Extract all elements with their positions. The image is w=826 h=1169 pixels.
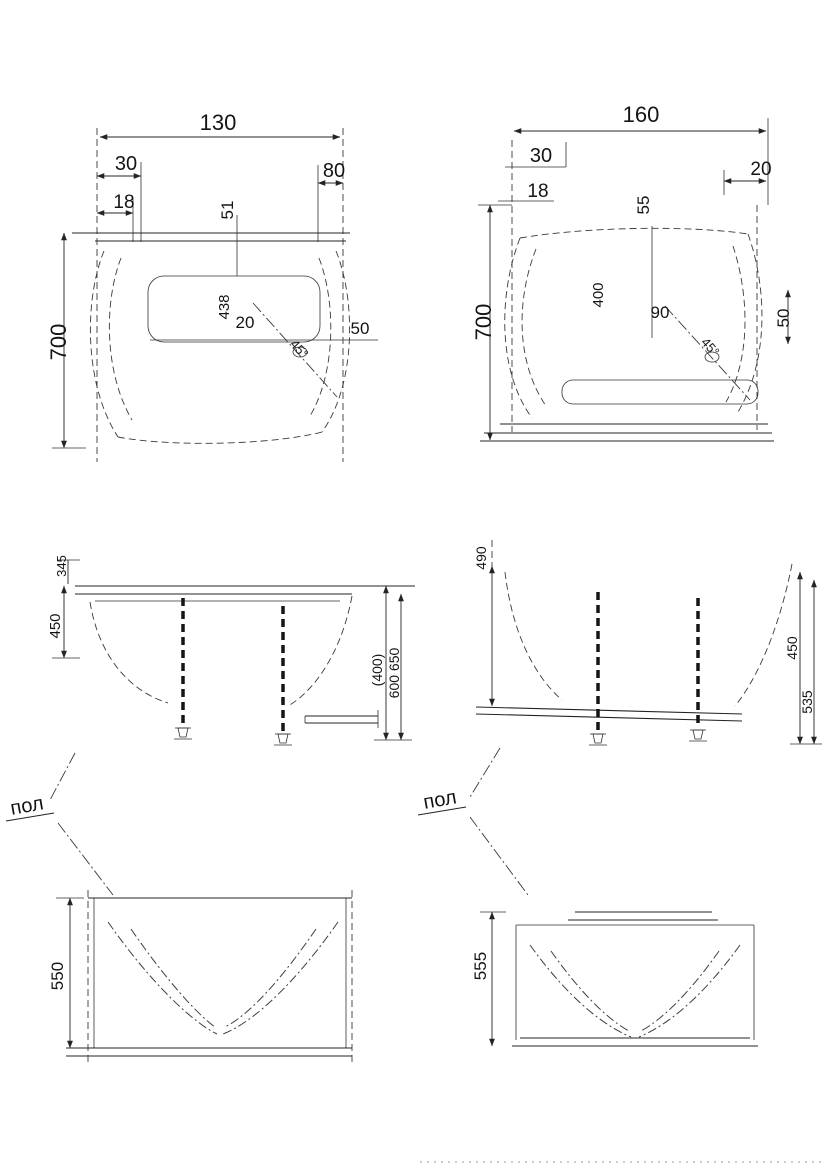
dim-label-top: 345 bbox=[54, 555, 69, 577]
slope-line bbox=[224, 928, 317, 1028]
tub-outline-hidden bbox=[89, 601, 169, 704]
foot bbox=[277, 733, 289, 744]
dim-label-width: 400 bbox=[590, 282, 607, 307]
dim-label-inset-left: 18 bbox=[113, 192, 134, 213]
dim-label-overall: 160 bbox=[623, 102, 660, 127]
leader-line bbox=[469, 747, 501, 798]
dim-label-edge-right: 80 bbox=[323, 160, 345, 182]
tub-floor-outline bbox=[561, 379, 759, 405]
slope-line bbox=[222, 921, 339, 1035]
dim-label-length: 700 bbox=[471, 304, 496, 341]
dim-label-height: 550 bbox=[48, 962, 67, 990]
dim-label-height: 555 bbox=[471, 952, 490, 980]
leader-line bbox=[57, 822, 114, 896]
side-view-right: 490 450 535 пол bbox=[417, 540, 822, 896]
leader-line bbox=[49, 752, 76, 801]
floor-label-underline bbox=[417, 806, 467, 816]
tub-outline-hidden bbox=[117, 431, 323, 444]
tub-outline-hidden bbox=[737, 233, 763, 413]
plan-view-left: 130 30 18 80 51 700 438 20 50 45° bbox=[46, 110, 378, 462]
plan-view-right: 160 30 18 20 55 700 400 90 50 45° bbox=[471, 102, 793, 442]
dim-label-edge-left: 30 bbox=[530, 145, 552, 167]
slope-line bbox=[130, 928, 216, 1028]
tub-floor-outline bbox=[147, 275, 321, 343]
tub-outline-hidden bbox=[108, 257, 133, 421]
rim-line bbox=[475, 706, 743, 715]
side-view-left: 345 450 (400) 600 650 пол bbox=[5, 555, 415, 896]
tub-outline-hidden bbox=[309, 257, 332, 417]
dim-label-edge-right: 20 bbox=[750, 159, 771, 180]
tub-outline-hidden bbox=[287, 595, 353, 707]
foot bbox=[592, 733, 604, 744]
dim-label-right-inner: (400) bbox=[369, 654, 385, 687]
dim-label-right: 50 bbox=[774, 309, 793, 328]
floor-label-underline bbox=[5, 812, 55, 822]
dim-label-inset-left: 18 bbox=[527, 181, 548, 202]
dim-label-center: 55 bbox=[634, 196, 653, 215]
foot bbox=[177, 727, 189, 738]
tub-outline-hidden bbox=[521, 248, 547, 407]
dim-label-width: 438 bbox=[216, 294, 233, 319]
dim-label-length: 700 bbox=[46, 324, 71, 361]
front-view-left: 550 bbox=[48, 890, 353, 1062]
dim-label-right-inner: 450 bbox=[784, 636, 800, 660]
tub-outline-hidden bbox=[90, 250, 119, 438]
foot bbox=[692, 729, 704, 740]
centerline-diagonal bbox=[664, 305, 751, 401]
drain-hole-icon bbox=[704, 351, 720, 363]
tub-outline-hidden bbox=[725, 245, 746, 403]
dim-label-edge-left: 30 bbox=[115, 153, 137, 175]
dim-label-left: 450 bbox=[47, 613, 64, 638]
slope-line bbox=[529, 944, 632, 1038]
dim-label-overall: 130 bbox=[200, 110, 237, 135]
dim-label-center: 51 bbox=[218, 201, 237, 220]
dim-label-right: 50 bbox=[351, 319, 370, 338]
dim-label-mid: 90 bbox=[651, 303, 670, 322]
dim-label-right-outer: 600 650 bbox=[386, 647, 402, 698]
tub-outline-hidden bbox=[321, 250, 351, 433]
slope-line bbox=[640, 950, 720, 1032]
leader-line bbox=[469, 816, 529, 896]
tub-outline-hidden bbox=[734, 563, 793, 707]
dim-label-right-outer: 535 bbox=[799, 690, 815, 714]
slope-line bbox=[638, 944, 741, 1038]
centerline-diagonal bbox=[252, 302, 338, 398]
tub-outline-hidden bbox=[519, 227, 749, 239]
tub-outline-hidden bbox=[504, 237, 533, 419]
tub-outline-hidden bbox=[504, 571, 563, 701]
dim-label-top: 490 bbox=[473, 546, 489, 570]
rim-line bbox=[475, 713, 743, 722]
front-view-right: 555 bbox=[471, 911, 758, 1047]
slope-line bbox=[107, 921, 218, 1035]
drain-hole-icon bbox=[292, 346, 308, 358]
dim-label-small: 20 bbox=[236, 313, 255, 332]
slope-line bbox=[550, 950, 630, 1032]
